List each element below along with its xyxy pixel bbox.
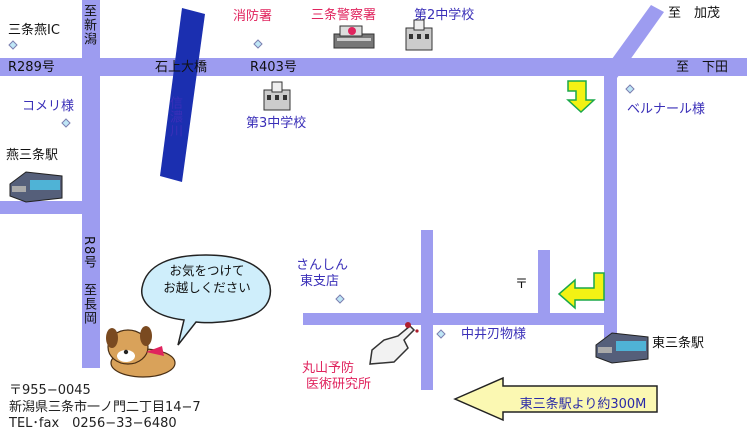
label-sanshin-line2: 東支店 [300,274,340,289]
label-route8: R8号 [81,236,96,270]
pointing-hand-icon [369,322,419,365]
speech-bubble-text: お気をつけて お越しください [146,262,268,296]
label-higashi-sanjo-station: 東三条駅 [652,336,705,351]
marker-nakai [436,329,446,339]
label-to-kamo: 至 加茂 [668,6,721,21]
markers [8,39,635,339]
label-clinic-line1: 丸山予防 [302,361,355,376]
road-route8 [82,0,100,368]
label-r403: R403号 [250,60,297,75]
road-west-spur [0,201,94,214]
dog-mascot-icon [106,326,176,378]
label-to-shimoda: 至 下田 [676,60,729,75]
address-street: 新潟県三条市一ノ門二丁目14−7 [9,400,201,415]
label-sanshin-line1: さんしん [296,258,349,273]
label-bridge: 石上大橋 [155,60,208,75]
higashi-sanjo-station-icon [595,332,649,364]
callout-line1: お気をつけて [169,263,245,278]
road-east-main [604,62,617,338]
school3-icon [263,81,291,111]
label-bernard: ベルナール様 [627,102,706,117]
marker-sanshin [335,294,345,304]
label-police: 三条警察署 [311,8,377,23]
label-clinic-line2: 医術研究所 [306,377,372,392]
speech-bubble [141,254,272,346]
road-to-kamo [604,5,664,78]
marker-bernard [625,84,635,94]
label-sanjo-tsubame-ic: 三条燕IC [8,23,60,38]
label-shinano-river: 信濃川 [167,96,182,138]
arrow-left [557,272,605,310]
police-station-icon [333,25,375,49]
label-nakai: 中井刃物様 [461,327,527,342]
school2-icon [405,19,433,51]
marker-fire-station [253,39,263,49]
road-post-street [538,250,550,322]
label-r289: R289号 [8,60,55,75]
road-r289-r403 [0,58,747,76]
callout-line2: お越しください [163,280,251,295]
road-clinic-street [421,230,433,390]
arrow-down [566,80,596,114]
shinano-river [160,8,205,182]
label-to-niigata: 至新潟 [81,4,96,46]
label-school2: 第2中学校 [414,8,475,23]
distance-banner-arrow [453,376,658,422]
label-komeri: コメリ様 [22,99,75,114]
address-phone: TEL･fax 0256−33−6480 [9,416,177,431]
tsubame-sanjo-station-icon [9,171,63,203]
marker-ic [8,40,18,50]
label-school3: 第3中学校 [246,116,307,131]
label-fire-station: 消防署 [233,9,273,24]
label-post-office: 〒 [515,277,529,292]
label-to-nagaoka: 至長岡 [81,283,96,325]
address-postal: 〒955−0045 [9,383,91,398]
road-south [303,313,617,325]
label-tsubame-sanjo-station: 燕三条駅 [6,148,59,163]
marker-komeri [61,118,71,128]
distance-banner-text: 東三条駅より約300M [519,397,647,412]
